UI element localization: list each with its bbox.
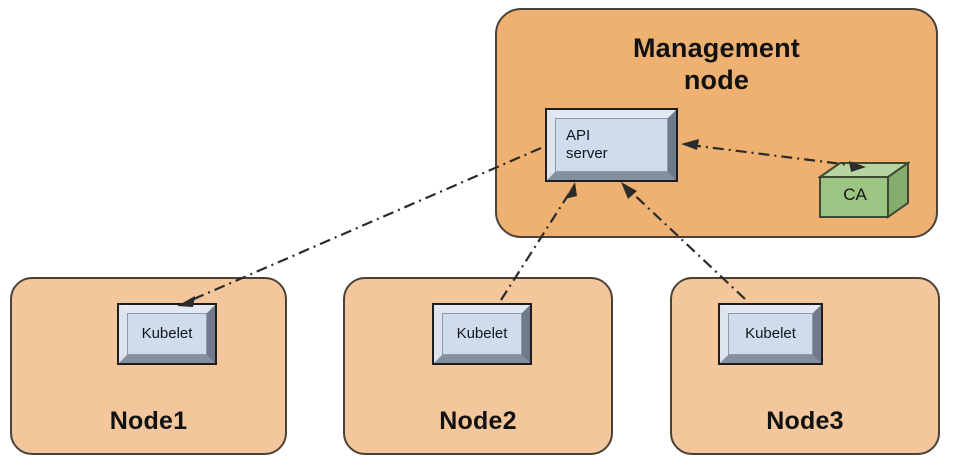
api-server-box[interactable]: API server: [545, 108, 678, 182]
ca-box[interactable]: CA: [818, 161, 910, 221]
node2-kubelet-box[interactable]: Kubelet: [432, 303, 532, 365]
node2-title: Node2: [439, 407, 517, 435]
node3-kubelet-box[interactable]: Kubelet: [718, 303, 823, 365]
node1-kubelet-bevel-frame: [119, 305, 215, 363]
node1-kubelet-label: Kubelet: [141, 325, 193, 342]
api-server-bevel-frame: [547, 110, 676, 180]
node3-title: Node3: [766, 407, 844, 435]
node2-kubelet-inner: Kubelet: [442, 313, 522, 355]
node3-kubelet-bevel-frame: [720, 305, 821, 363]
node1-region[interactable]: Node1: [10, 277, 287, 455]
api-server-label-line2: server: [566, 145, 608, 162]
node2-kubelet-label: Kubelet: [456, 325, 508, 342]
management-node-title-line2: node: [683, 65, 750, 95]
node2-kubelet-bevel-frame: [434, 305, 530, 363]
node1-title: Node1: [109, 407, 188, 435]
node1-kubelet-inner: Kubelet: [127, 313, 207, 355]
node3-kubelet-label: Kubelet: [745, 325, 796, 342]
ca-label: CA: [843, 185, 867, 204]
management-node-title-line1: Management: [632, 33, 801, 63]
api-server-inner: API server: [555, 118, 668, 172]
node1-kubelet-box[interactable]: Kubelet: [117, 303, 217, 365]
node3-kubelet-inner: Kubelet: [728, 313, 813, 355]
api-server-label-line1: API: [566, 127, 591, 144]
